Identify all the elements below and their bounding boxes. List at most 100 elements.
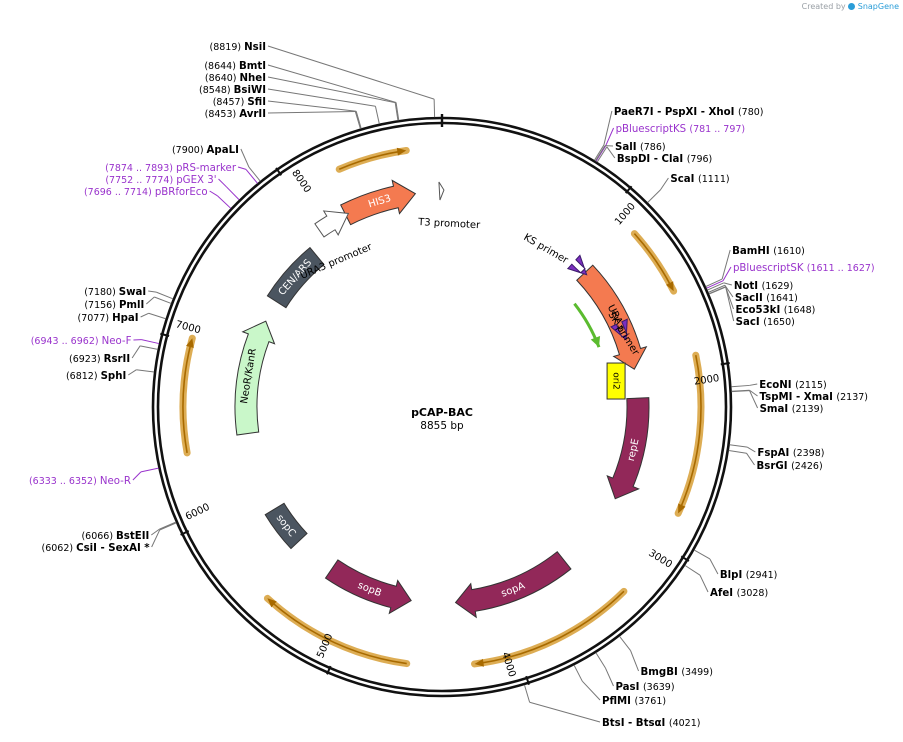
site-position: (7874 .. 7893) bbox=[105, 163, 176, 174]
outer-feature-arrowhead-2 bbox=[666, 281, 674, 292]
site-label-pflmi: PflMI (3761) bbox=[602, 696, 666, 707]
site-name: AfeI bbox=[710, 588, 737, 599]
site-name: pBluescriptSK bbox=[733, 263, 807, 274]
site-label-hpai: (7077) HpaI bbox=[78, 313, 139, 324]
site-leader-bmgbi bbox=[630, 650, 640, 672]
feature-arrow-neor-kanr bbox=[234, 320, 276, 436]
outer-feature-band-1 bbox=[335, 146, 410, 173]
tick-mark-3000 bbox=[680, 555, 690, 562]
site-label-nhei: (8640) NheI bbox=[205, 73, 266, 84]
tick-label-1000: 1000 bbox=[613, 201, 638, 227]
site-name: CsiI - SexAI * bbox=[76, 543, 150, 554]
site-leader-scai bbox=[660, 177, 669, 191]
site-name: PmlI bbox=[119, 300, 144, 311]
feature-arrow-ks-primer bbox=[566, 254, 588, 276]
outer-feature-arrowhead-6 bbox=[186, 338, 194, 348]
site-line-saci bbox=[708, 286, 726, 295]
site-line-apali bbox=[248, 166, 261, 182]
site-leader-pbrforeco bbox=[209, 190, 218, 197]
site-line-bsteii bbox=[159, 521, 177, 530]
site-name: SfiI bbox=[247, 97, 266, 108]
site-position: (2137) bbox=[836, 392, 868, 403]
site-leader-bsrgi bbox=[746, 452, 755, 466]
site-name: NotI bbox=[734, 281, 762, 292]
site-leader-rsrii bbox=[131, 345, 141, 359]
site-position: (3499) bbox=[681, 667, 713, 678]
site-line-neo-r bbox=[140, 467, 159, 473]
site-leader-fspai bbox=[747, 446, 756, 453]
site-leader-sphi bbox=[127, 369, 137, 376]
site-name: SwaI bbox=[119, 287, 146, 298]
ori2-label: ori2 bbox=[611, 372, 621, 389]
site-label-noti: NotI (1629) bbox=[734, 281, 793, 292]
site-name: HpaI bbox=[112, 313, 138, 324]
site-position: (1650) bbox=[763, 317, 795, 328]
site-position: (2115) bbox=[795, 380, 827, 391]
site-label-neo-f: (6943 .. 6962) Neo-F bbox=[31, 336, 132, 347]
site-name: BlpI bbox=[720, 570, 746, 581]
credit-brand: SnapGene bbox=[857, 2, 899, 11]
inner-feature-layer: HIS3URA3repEsopAsopBsopCNeoR/KanRCEN/ARS… bbox=[234, 179, 650, 619]
outer-feature-layer bbox=[179, 146, 705, 668]
site-line-pbluescriptks bbox=[595, 145, 606, 162]
site-leader-bmti bbox=[267, 64, 397, 103]
site-name: pRS-marker bbox=[176, 163, 237, 174]
site-line-sali bbox=[595, 145, 606, 162]
site-label-pasi: PasI (3639) bbox=[615, 682, 674, 693]
site-line-hpai bbox=[148, 312, 166, 320]
site-name: EcoNI bbox=[759, 380, 795, 391]
site-position: (8457) bbox=[213, 97, 248, 108]
site-name: FspAI bbox=[757, 448, 793, 459]
site-position: (6923) bbox=[69, 354, 104, 365]
site-leader-saci bbox=[725, 286, 735, 322]
site-label-sali: SalI (786) bbox=[615, 142, 666, 153]
site-label-pmli: (7156) PmlI bbox=[84, 300, 144, 311]
site-label-csii-sexai: (6062) CsiI - SexAI * bbox=[42, 543, 151, 554]
label-line-layer bbox=[127, 45, 759, 723]
site-name: TspMI - XmaI bbox=[760, 392, 837, 403]
site-line-scai bbox=[647, 189, 661, 203]
site-position: (786) bbox=[640, 142, 666, 153]
site-name: SacII bbox=[735, 293, 766, 304]
site-name: Neo-R bbox=[100, 476, 131, 487]
site-position: (781 .. 797) bbox=[689, 124, 745, 135]
site-name: NheI bbox=[240, 73, 266, 84]
site-leader-pgex-3 bbox=[218, 178, 227, 188]
site-position: (8644) bbox=[204, 61, 239, 72]
site-leader-sfii bbox=[267, 100, 357, 112]
site-position: (2426) bbox=[791, 461, 823, 472]
plasmid-name: pCAP-BAC bbox=[411, 406, 473, 419]
site-line-pflmi bbox=[573, 664, 583, 682]
site-label-pgex-3: (7752 .. 7774) pGEX 3' bbox=[105, 175, 216, 186]
outer-feature-band-5 bbox=[263, 594, 411, 668]
site-position: (8640) bbox=[205, 73, 240, 84]
site-label-bsteii: (6066) BstEII bbox=[81, 531, 149, 542]
site-label-neo-r: (6333 .. 6352) Neo-R bbox=[29, 476, 131, 487]
site-name: PflMI bbox=[602, 696, 635, 707]
site-line-bmti bbox=[395, 102, 400, 121]
site-position: (3761) bbox=[635, 696, 667, 707]
site-position: (6943 .. 6962) bbox=[31, 336, 102, 347]
tick-mark-2000 bbox=[720, 362, 730, 366]
tick-label-2000: 2000 bbox=[693, 373, 720, 388]
site-position: (8453) bbox=[205, 109, 240, 120]
site-line-econi bbox=[731, 384, 750, 388]
site-leader-hpai bbox=[140, 312, 149, 318]
site-position: (1111) bbox=[698, 174, 730, 185]
site-leader-bamhi bbox=[721, 249, 731, 280]
feature-arrow-sopa bbox=[454, 551, 572, 619]
site-label-pbluescriptks: pBluescriptKS (781 .. 797) bbox=[616, 124, 746, 135]
snapgene-logo-icon bbox=[848, 3, 856, 10]
tick-label-6000: 6000 bbox=[184, 502, 212, 523]
site-label-blpi: BlpI (2941) bbox=[720, 570, 777, 581]
site-position: (8819) bbox=[210, 42, 245, 53]
site-line-fspai bbox=[729, 444, 748, 448]
feature-arrow-sk-primer bbox=[610, 318, 629, 341]
site-name: ApaLI bbox=[207, 145, 239, 156]
site-position: (6066) bbox=[81, 531, 116, 542]
site-position: (1611 .. 1627) bbox=[807, 263, 875, 274]
site-label-bspdi-clai: BspDI - ClaI (796) bbox=[617, 154, 712, 165]
site-name: RsrII bbox=[104, 354, 131, 365]
site-name: SmaI bbox=[760, 404, 792, 415]
site-line-pbrforeco bbox=[217, 195, 232, 209]
